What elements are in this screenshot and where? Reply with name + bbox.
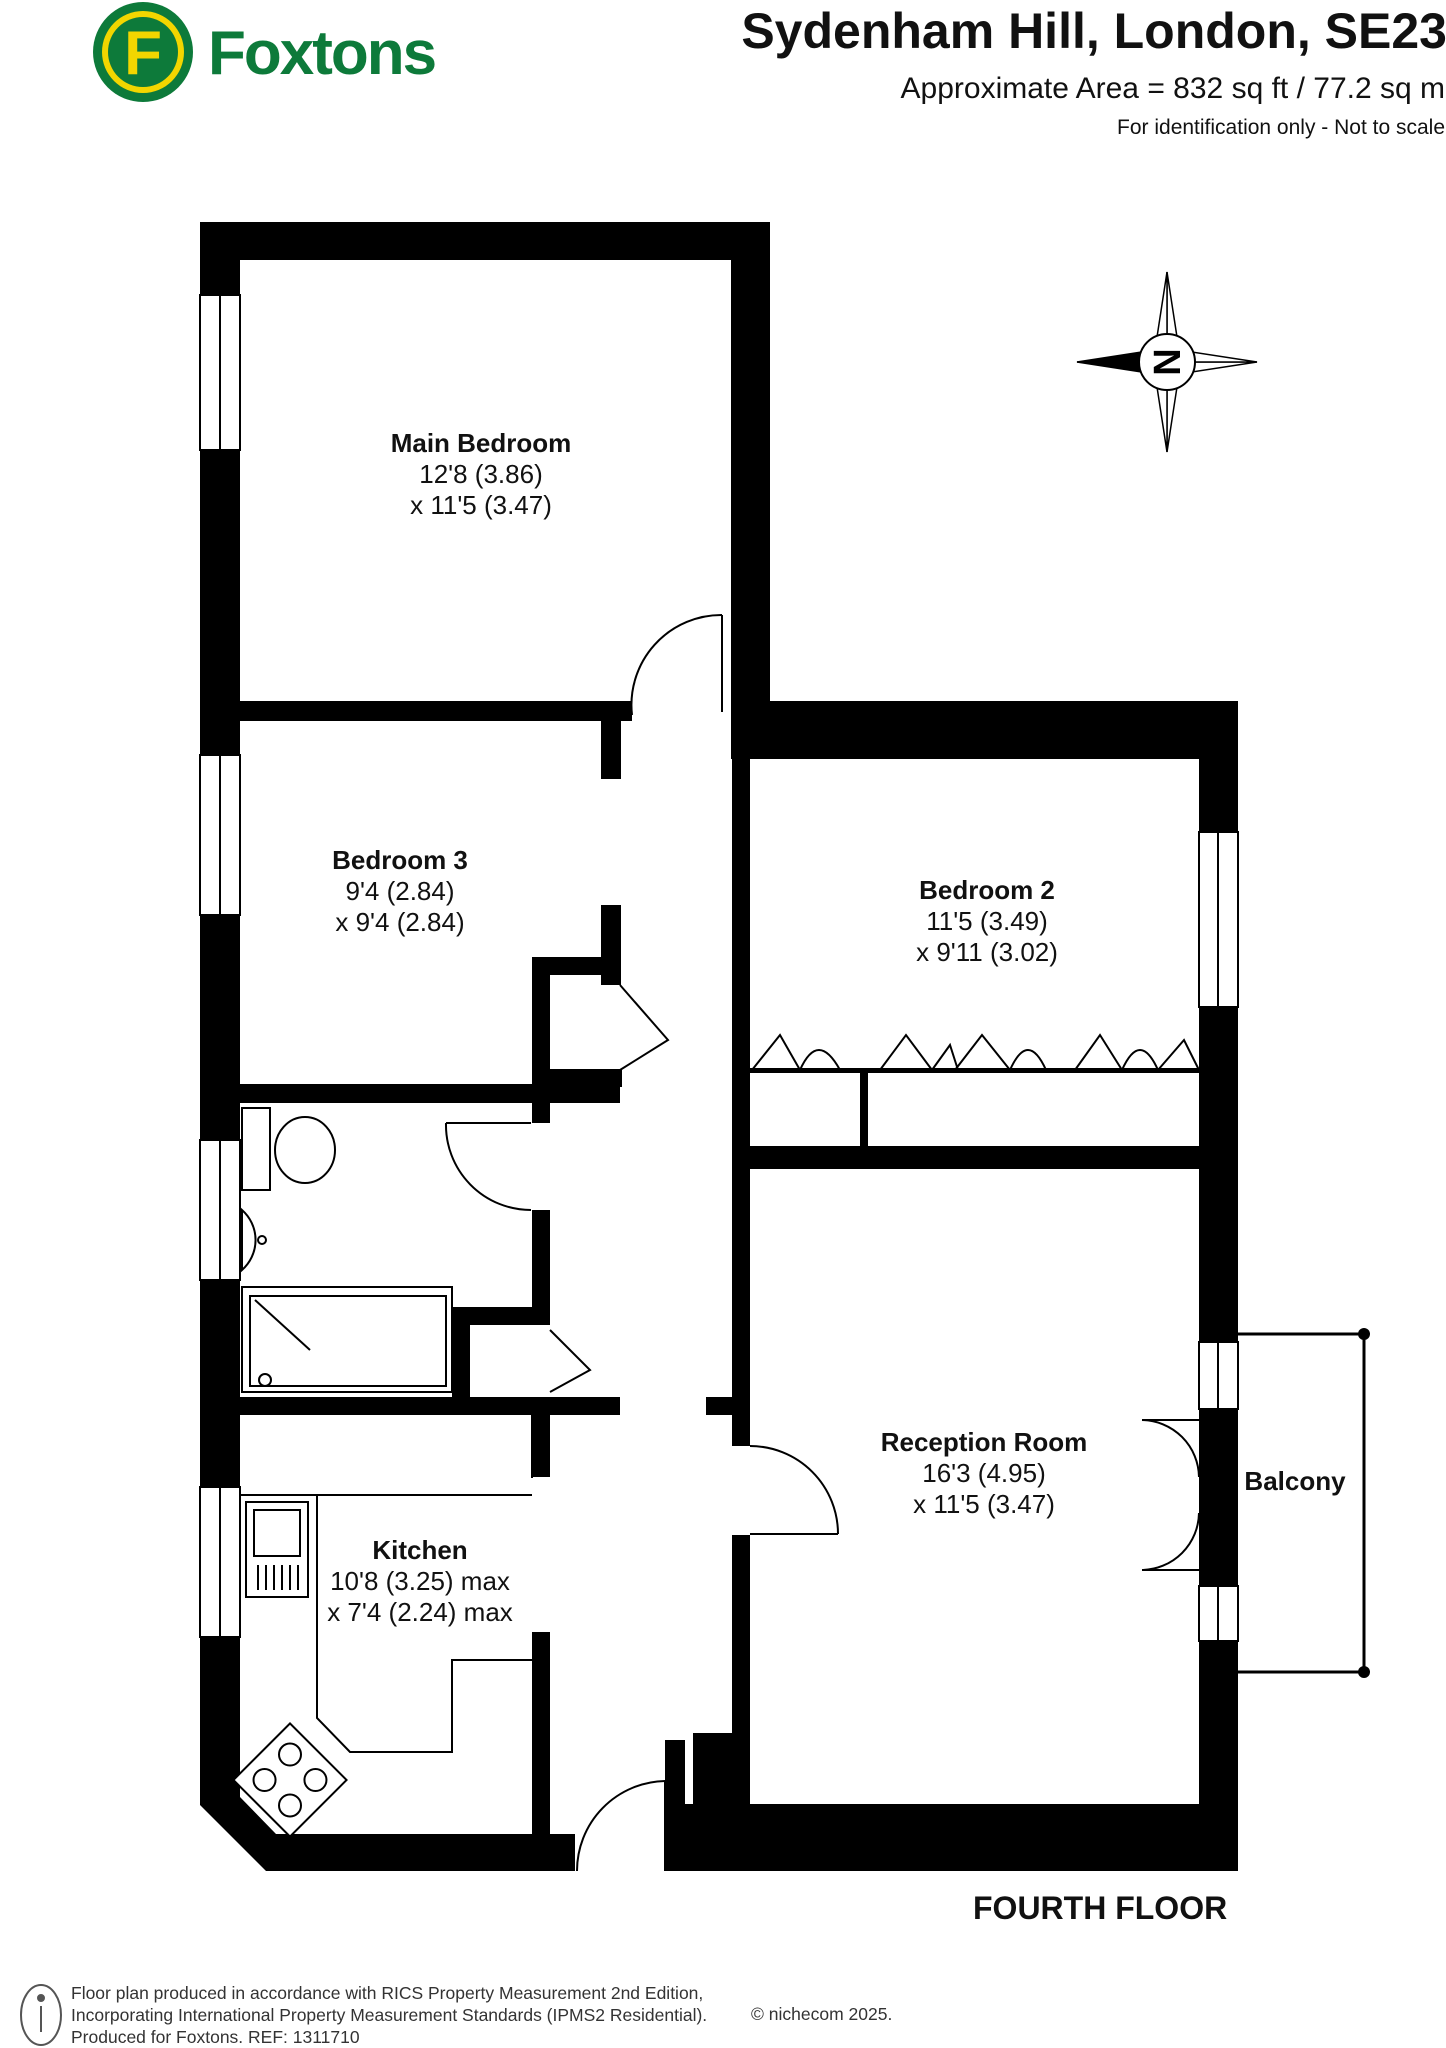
footer-line: Incorporating International Property Mea… [71,2005,708,2025]
room-kitchen: Kitchen 10'8 (3.25) max x 7'4 (2.24) max [327,1535,513,1628]
room-dimension: x 7'4 (2.24) max [327,1597,513,1627]
room-dimension: x 11'5 (3.47) [410,490,552,520]
compass-icon: N [1076,271,1258,453]
room-name: Reception Room [880,1427,1088,1457]
scale-disclaimer: For identification only - Not to scale [1117,116,1445,139]
room-dimension: 12'8 (3.86) [419,459,543,489]
footer-notes: Floor plan produced in accordance with R… [71,1982,707,2048]
doors [444,613,1200,1872]
wardrobe [750,1068,1199,1150]
room-bedroom-2: Bedroom 2 11'5 (3.49) x 9'11 (3.02) [916,875,1058,968]
compass-north-label: N [1147,348,1189,375]
room-dimension: 11'5 (3.49) [926,906,1048,936]
kitchen-fixtures [232,1494,532,1838]
room-main-bedroom: Main Bedroom 12'8 (3.86) x 11'5 (3.47) [391,428,572,521]
toilet-icon [274,1116,336,1184]
svg-text:F: F [124,19,162,88]
person-info-icon [20,1984,62,2046]
brand-name: Foxtons [208,19,437,88]
room-name: Bedroom 3 [332,845,468,875]
approximate-area: Approximate Area = 832 sq ft / 77.2 sq m [900,72,1445,105]
hob-icon [232,1722,348,1838]
room-reception: Reception Room 16'3 (4.95) x 11'5 (3.47) [881,1427,1088,1520]
property-title: Sydenham Hill, London, SE23 [741,3,1446,59]
floor-label: FOURTH FLOOR [973,1890,1228,1926]
foxtons-logo-icon: F [93,2,193,102]
room-dimension: 10'8 (3.25) max [330,1566,510,1596]
walls [200,222,1238,1871]
room-name: Main Bedroom [390,428,572,458]
room-name: Kitchen [372,1535,468,1565]
window-lines [219,295,1219,1641]
room-name: Balcony [1244,1466,1346,1496]
bathroom-fixtures [241,1107,453,1393]
footer-line: Produced for Foxtons. REF: 1311710 [71,2027,360,2047]
room-dimension: 16'3 (4.95) [922,1458,1046,1488]
footer-line: Floor plan produced in accordance with R… [71,1983,704,2003]
basin-icon [241,1207,257,1273]
balcony-outline [1238,1332,1366,1674]
copyright-notice: © nichecom 2025. [751,2004,893,2024]
room-bedroom-3: Bedroom 3 9'4 (2.84) x 9'4 (2.84) [332,845,468,938]
room-dimension: x 9'4 (2.84) [335,907,465,937]
room-dimension: x 9'11 (3.02) [916,937,1058,967]
room-balcony: Balcony [1244,1466,1345,1497]
room-dimension: 9'4 (2.84) [345,876,455,906]
room-name: Bedroom 2 [919,875,1055,905]
room-dimension: x 11'5 (3.47) [913,1489,1055,1519]
